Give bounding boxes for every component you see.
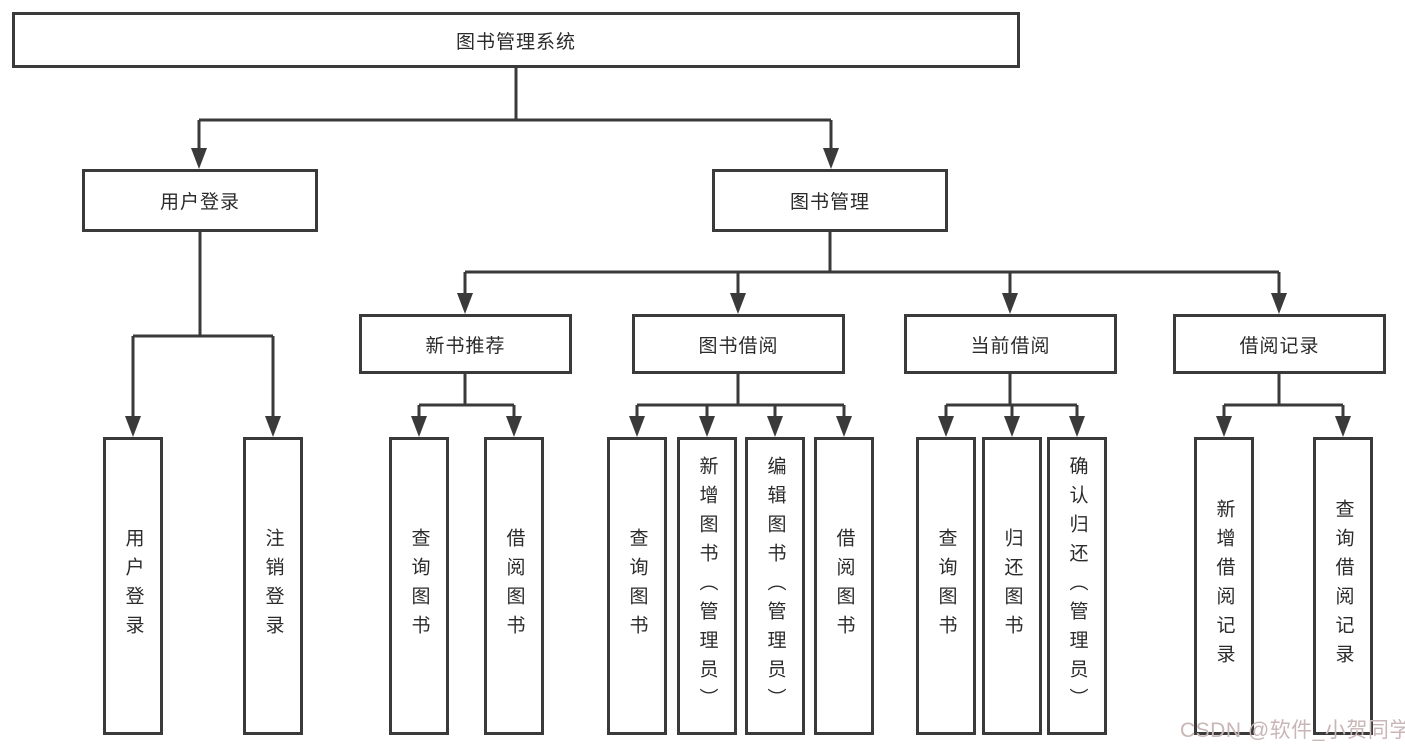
leaf-edit-books-admin: 编辑图书（管理员） xyxy=(745,437,805,735)
leaf-user-login: 用户登录 xyxy=(103,437,163,735)
arrowheads xyxy=(125,148,1351,437)
leaf-edit-books-admin-label: 编辑图书（管理员） xyxy=(764,455,786,717)
csdn-watermark: CSDN @软件_小贺同学 xyxy=(1180,719,1405,742)
leaf-confirm-return-admin: 确认归还（管理员） xyxy=(1047,437,1107,735)
node-current-borrowing: 当前借阅 xyxy=(904,314,1117,374)
node-borrowing-records-label: 借阅记录 xyxy=(1239,335,1320,357)
node-root-label: 图书管理系统 xyxy=(455,31,576,53)
leaf-add-borrow-record-label: 新增借阅记录 xyxy=(1213,499,1235,673)
node-book-management: 图书管理 xyxy=(712,169,948,232)
node-user-login-label: 用户登录 xyxy=(159,192,240,213)
leaf-recommend-borrow-books: 借阅图书 xyxy=(484,437,544,735)
node-current-borrowing-label: 当前借阅 xyxy=(970,335,1051,357)
leaf-return-books: 归还图书 xyxy=(982,437,1042,735)
node-book-borrowing: 图书借阅 xyxy=(632,314,845,374)
leaf-return-books-label: 归还图书 xyxy=(1001,528,1023,644)
leaf-recommend-borrow-books-label: 借阅图书 xyxy=(503,528,525,644)
leaf-borrow-query-books: 查询图书 xyxy=(607,437,667,735)
leaf-logout-label: 注销登录 xyxy=(262,528,284,644)
leaf-query-borrow-record: 查询借阅记录 xyxy=(1313,437,1373,735)
leaf-confirm-return-admin-label: 确认归还（管理员） xyxy=(1066,455,1088,717)
node-root: 图书管理系统 xyxy=(12,12,1020,68)
leaf-recommend-query-books: 查询图书 xyxy=(389,437,449,735)
node-book-management-label: 图书管理 xyxy=(789,192,870,213)
node-borrowing-records: 借阅记录 xyxy=(1173,314,1386,374)
leaf-add-borrow-record: 新增借阅记录 xyxy=(1194,437,1254,735)
leaf-add-books-admin: 新增图书（管理员） xyxy=(677,437,737,735)
leaf-borrow-books-label: 借阅图书 xyxy=(833,528,855,644)
node-new-book-recommendation: 新书推荐 xyxy=(359,314,572,374)
leaf-current-query-books: 查询图书 xyxy=(916,437,976,735)
leaf-recommend-query-books-label: 查询图书 xyxy=(408,528,430,644)
leaf-borrow-query-books-label: 查询图书 xyxy=(626,528,648,644)
leaf-current-query-books-label: 查询图书 xyxy=(935,528,957,644)
leaf-query-borrow-record-label: 查询借阅记录 xyxy=(1332,499,1354,673)
node-book-borrowing-label: 图书借阅 xyxy=(698,335,779,357)
leaf-borrow-books: 借阅图书 xyxy=(814,437,874,735)
node-new-book-recommendation-label: 新书推荐 xyxy=(425,335,506,357)
leaf-logout: 注销登录 xyxy=(243,437,303,735)
leaf-add-books-admin-label: 新增图书（管理员） xyxy=(696,455,718,717)
node-user-login: 用户登录 xyxy=(82,169,318,232)
leaf-user-login-label: 用户登录 xyxy=(122,528,144,644)
